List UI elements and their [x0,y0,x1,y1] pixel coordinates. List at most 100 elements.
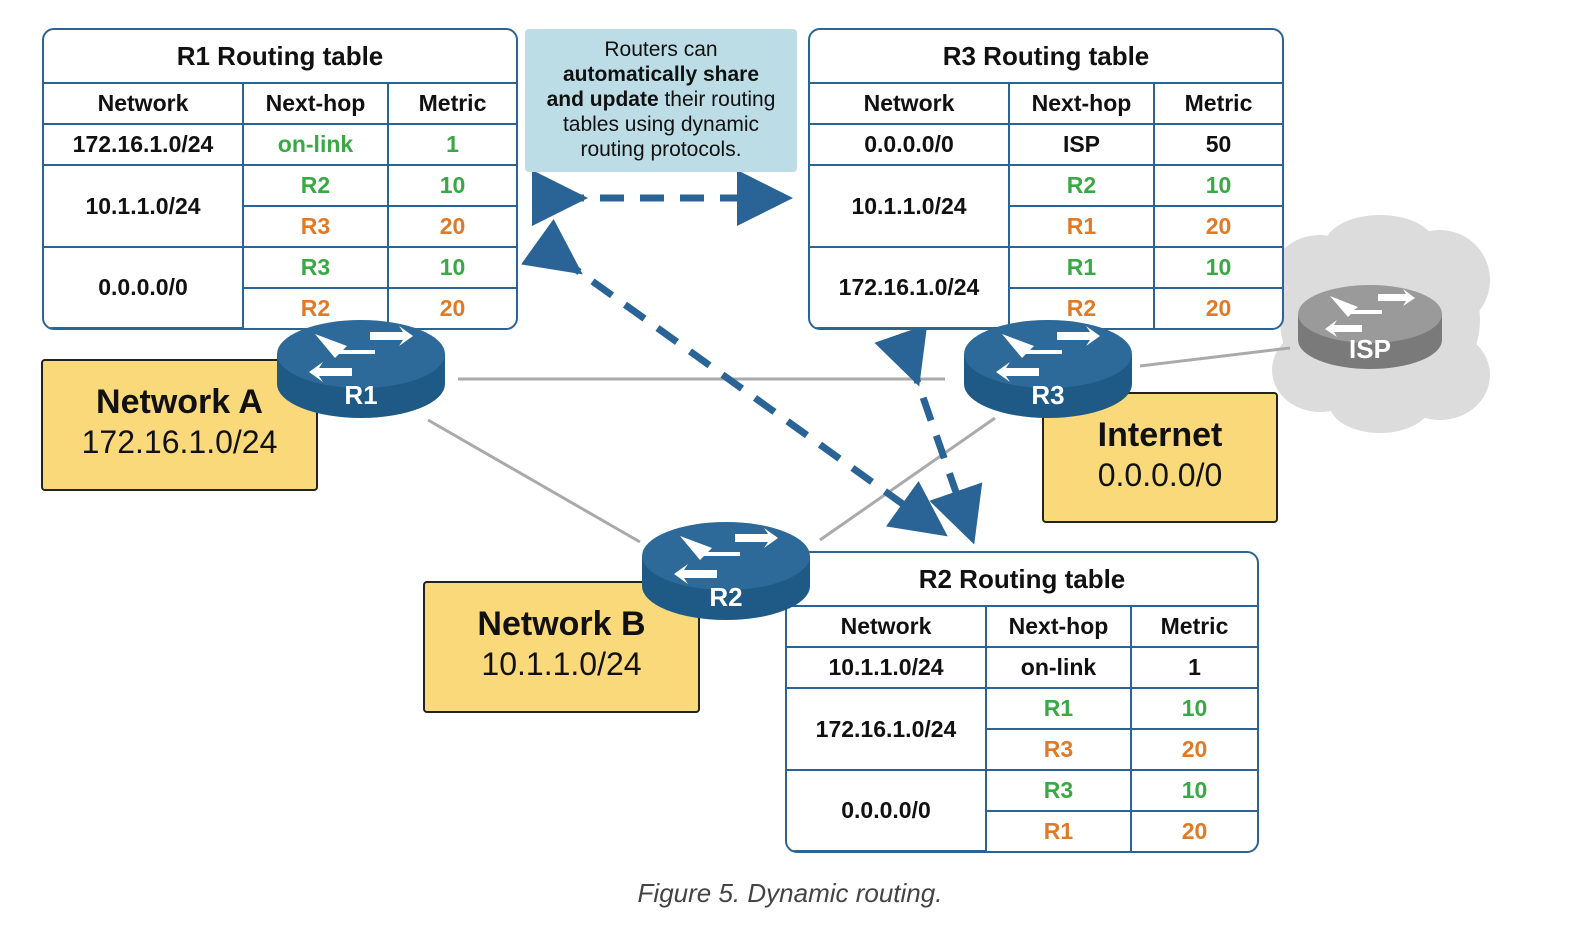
metric-cell: 10 [387,246,516,289]
next-hop-cell: R2 [242,164,389,207]
metric-cell: 20 [387,205,516,248]
network-cell: 172.16.1.0/24 [787,687,987,771]
next-hop-cell: R3 [985,769,1132,812]
r2-routing-table: R2 Routing table Network Next-hop Metric… [785,551,1259,853]
router-r1-label: R1 [344,380,378,410]
table-header-row: Network Next-hop Metric [810,84,1282,125]
info-callout: Routers can automatically share and upda… [525,29,797,172]
r3-table-title: R3 Routing table [810,30,1282,84]
router-r2: R2 [640,520,812,622]
metric-cell: 50 [1153,123,1282,166]
network-a-address: 172.16.1.0/24 [81,424,278,460]
table-row: R1 20 [787,810,1257,851]
r2-table-title: R2 Routing table [787,553,1257,607]
info-line-3: and update their routing [525,87,797,112]
table-row: R3 20 [44,205,516,248]
info-line-1: Routers can [604,38,718,61]
table-row: R1 20 [810,205,1282,248]
network-cell: 10.1.1.0/24 [787,646,987,689]
metric-header: Metric [1130,607,1257,648]
link-r3-isp [1139,346,1291,368]
table-header-row: Network Next-hop Metric [44,84,516,125]
router-icon [277,320,445,418]
table-row: 10.1.1.0/24 R2 10 [810,164,1282,248]
network-header: Network [810,84,1010,125]
table-row: 172.16.1.0/24 R1 10 [787,687,1257,771]
network-cell: 10.1.1.0/24 [810,164,1010,248]
router-r3-label: R3 [1031,380,1065,410]
network-header: Network [44,84,244,125]
next-hop-cell: R1 [1008,246,1155,289]
network-b-name: Network B [477,605,646,643]
router-isp-label: ISP [1349,334,1391,364]
router-r2-label: R2 [709,582,743,612]
metric-cell: 20 [387,287,516,328]
next-hop-header: Next-hop [242,84,389,125]
next-hop-cell: R1 [985,687,1132,730]
next-hop-cell: R1 [986,810,1132,851]
info-line-3-rest: their routing [658,88,776,111]
metric-cell: 1 [387,123,516,166]
network-b-address: 10.1.1.0/24 [481,646,642,682]
metric-cell: 10 [1130,769,1257,812]
table-row: 172.16.1.0/24 on-link 1 [44,123,516,166]
metric-cell: 10 [1153,164,1282,207]
table-row: 0.0.0.0/0 ISP 50 [810,123,1282,166]
metric-cell: 20 [1153,205,1282,248]
router-icon [642,522,810,620]
router-r3: R3 [962,318,1134,420]
router-icon [1298,285,1442,369]
info-line-4: tables using dynamic [562,113,760,136]
internet-name: Internet [1097,416,1223,454]
figure-caption: Figure 5. Dynamic routing. [637,878,943,908]
next-hop-cell: R3 [243,205,389,248]
network-cell: 0.0.0.0/0 [810,123,1010,166]
metric-cell: 20 [1130,810,1257,851]
table-row: 0.0.0.0/0 R3 10 [787,769,1257,851]
next-hop-header: Next-hop [985,607,1132,648]
link-r3-r2 [819,416,996,542]
info-bold-2: and update [546,88,659,111]
table-row: 172.16.1.0/24 R1 10 [810,246,1282,328]
link-r1-r2 [427,418,641,544]
router-isp: ISP [1296,282,1444,372]
r1-routing-table: R1 Routing table Network Next-hop Metric… [42,28,518,330]
info-line-2: automatically share [525,62,797,87]
metric-header: Metric [1153,84,1282,125]
table-row: 10.1.1.0/24 on-link 1 [787,646,1257,689]
network-a-name: Network A [96,383,263,421]
network-cell: 0.0.0.0/0 [44,246,244,328]
arrow-r1-r2 [520,218,948,537]
network-cell: 0.0.0.0/0 [787,769,987,851]
table-row: R3 20 [787,728,1257,771]
metric-cell: 20 [1130,728,1257,771]
next-hop-header: Next-hop [1008,84,1155,125]
metric-cell: 20 [1153,287,1282,328]
router-icon [964,320,1132,418]
next-hop-cell: R3 [242,246,389,289]
router-r1: R1 [275,318,447,420]
next-hop-cell: R1 [1009,205,1155,248]
metric-cell: 10 [1153,246,1282,289]
metric-header: Metric [387,84,516,125]
info-bold-1: automatically share [562,63,760,86]
r3-routing-table: R3 Routing table Network Next-hop Metric… [808,28,1284,330]
network-cell: 10.1.1.0/24 [44,164,244,248]
next-hop-cell: R2 [1008,164,1155,207]
table-row: 0.0.0.0/0 R3 10 [44,246,516,328]
info-line-5: routing protocols. [580,138,742,161]
next-hop-cell: R3 [986,728,1132,771]
network-a-box: Network A 172.16.1.0/24 [41,359,318,491]
arrow-r3-r2 [874,324,983,545]
table-row: 10.1.1.0/24 R2 10 [44,164,516,248]
metric-cell: 10 [1130,687,1257,730]
table-header-row: Network Next-hop Metric [787,607,1257,648]
internet-address: 0.0.0.0/0 [1097,457,1223,493]
next-hop-cell: on-link [242,123,389,166]
metric-cell: 10 [387,164,516,207]
metric-cell: 1 [1130,646,1257,689]
network-cell: 172.16.1.0/24 [810,246,1010,328]
network-header: Network [787,607,987,648]
next-hop-cell: ISP [1008,123,1155,166]
network-cell: 172.16.1.0/24 [44,123,244,166]
